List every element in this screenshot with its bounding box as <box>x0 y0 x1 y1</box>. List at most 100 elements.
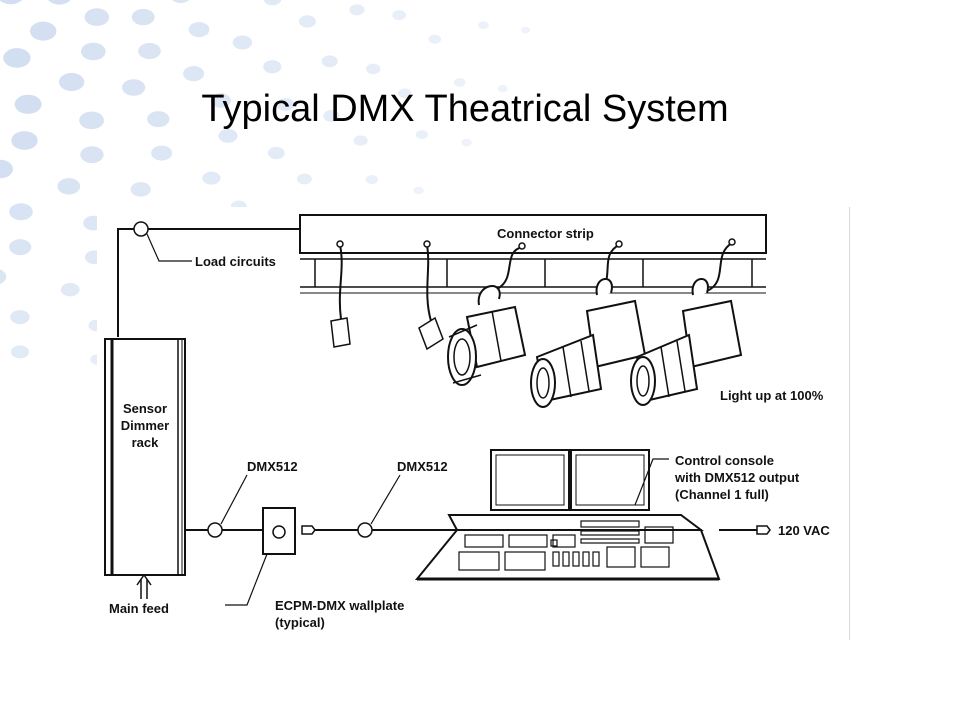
background-dot <box>413 186 424 195</box>
background-dot <box>151 145 173 161</box>
background-dot <box>298 15 316 28</box>
background-dot <box>349 4 365 16</box>
label-light-up: Light up at 100% <box>720 388 824 403</box>
background-dot <box>365 63 381 75</box>
label-wallplate-1: ECPM-DMX wallplate <box>275 598 404 613</box>
console-monitor-right <box>570 449 650 511</box>
unplugged-connector-2 <box>418 316 444 351</box>
background-dot <box>210 93 231 108</box>
background-dot <box>172 0 190 3</box>
background-dot <box>0 0 23 5</box>
background-dot <box>453 78 466 87</box>
power-plug <box>756 525 771 535</box>
background-dot <box>48 0 71 5</box>
label-console-3: (Channel 1 full) <box>675 487 769 502</box>
background-dot <box>297 173 312 185</box>
background-dot <box>57 178 81 195</box>
dmx-leader-left <box>220 474 248 525</box>
background-dot <box>415 130 429 140</box>
background-dot <box>392 10 406 21</box>
console-leader <box>634 458 669 506</box>
console-controls <box>458 520 674 571</box>
console-desk <box>414 529 721 580</box>
background-dot <box>130 182 151 197</box>
background-dot <box>122 79 146 96</box>
background-dot <box>14 94 42 114</box>
dimmer-rack <box>104 338 186 576</box>
pigtail-cables <box>338 242 733 322</box>
label-sensor: Sensor <box>123 401 167 416</box>
slide-title: Typical DMX Theatrical System <box>201 88 729 130</box>
dmx-marker-left <box>207 522 223 538</box>
background-dot <box>218 129 238 143</box>
load-circuit-leader <box>146 233 192 262</box>
system-diagram: Connector strip Load circuits Sensor Dim… <box>97 207 849 640</box>
label-console-2: with DMX512 output <box>674 470 800 485</box>
background-dot <box>232 35 253 50</box>
connector-strip-pipe <box>299 214 767 254</box>
dmx-leader-right <box>370 474 401 525</box>
background-dot <box>267 146 285 160</box>
wallplate-box <box>262 507 296 555</box>
background-dot <box>365 175 378 185</box>
label-connector-strip: Connector strip <box>497 226 594 241</box>
background-dot <box>263 0 282 6</box>
background-dot <box>60 282 80 297</box>
background-dot <box>263 60 282 74</box>
background-dot <box>353 135 368 146</box>
dmx-marker-right <box>357 522 373 538</box>
background-dot <box>0 159 13 179</box>
background-dot <box>147 111 170 128</box>
label-dmx512-left: DMX512 <box>247 459 298 474</box>
background-dot <box>276 98 295 111</box>
console-top-edge <box>447 514 704 531</box>
console-screen-right <box>575 454 645 506</box>
load-circuit-marker <box>133 221 149 237</box>
background-dot <box>131 8 155 26</box>
background-dot <box>11 345 29 359</box>
background-dot <box>3 48 31 68</box>
spotlight-1 <box>447 285 527 386</box>
label-console-1: Control console <box>675 453 774 468</box>
background-dot <box>0 269 7 284</box>
background-dot <box>183 66 205 82</box>
background-dot <box>138 42 161 60</box>
spotlight-2 <box>530 278 647 408</box>
background-dot <box>321 55 338 68</box>
main-feed-arrow <box>136 573 152 599</box>
background-dot <box>84 8 110 26</box>
wallplate-connector <box>272 525 286 539</box>
label-dmx512-right: DMX512 <box>397 459 448 474</box>
background-dot <box>30 21 57 41</box>
diagram-canvas: Connector strip Load circuits Sensor Dim… <box>104 214 830 630</box>
background-dot <box>81 42 106 61</box>
pigtail-connectors <box>330 238 736 351</box>
background-dot <box>9 239 32 256</box>
background-dot <box>10 310 30 325</box>
background-dot <box>188 22 210 38</box>
background-dot <box>461 138 472 147</box>
dmx-plug <box>301 525 316 535</box>
background-dot <box>58 72 85 92</box>
pipe-hangers <box>314 259 753 287</box>
wallplate-leader <box>225 553 268 606</box>
background-dot <box>202 171 221 185</box>
background-dot <box>323 110 340 122</box>
background-dot <box>398 88 412 99</box>
unplugged-connector-1 <box>330 317 351 348</box>
label-120-vac: 120 VAC <box>778 523 830 538</box>
background-dot <box>521 26 531 34</box>
background-dot <box>428 34 441 44</box>
load-circuit-cable <box>117 228 300 337</box>
background-dot <box>497 84 508 93</box>
label-dimmer: Dimmer <box>121 418 169 433</box>
spotlight-3 <box>630 278 743 406</box>
label-load-circuits: Load circuits <box>195 254 276 269</box>
background-dot <box>79 111 104 130</box>
background-dot <box>80 146 104 164</box>
background-dot <box>478 21 489 30</box>
console-monitor-left <box>490 449 570 511</box>
background-dot <box>9 203 33 221</box>
label-main-feed: Main feed <box>109 601 169 616</box>
label-wallplate-2: (typical) <box>275 615 325 630</box>
